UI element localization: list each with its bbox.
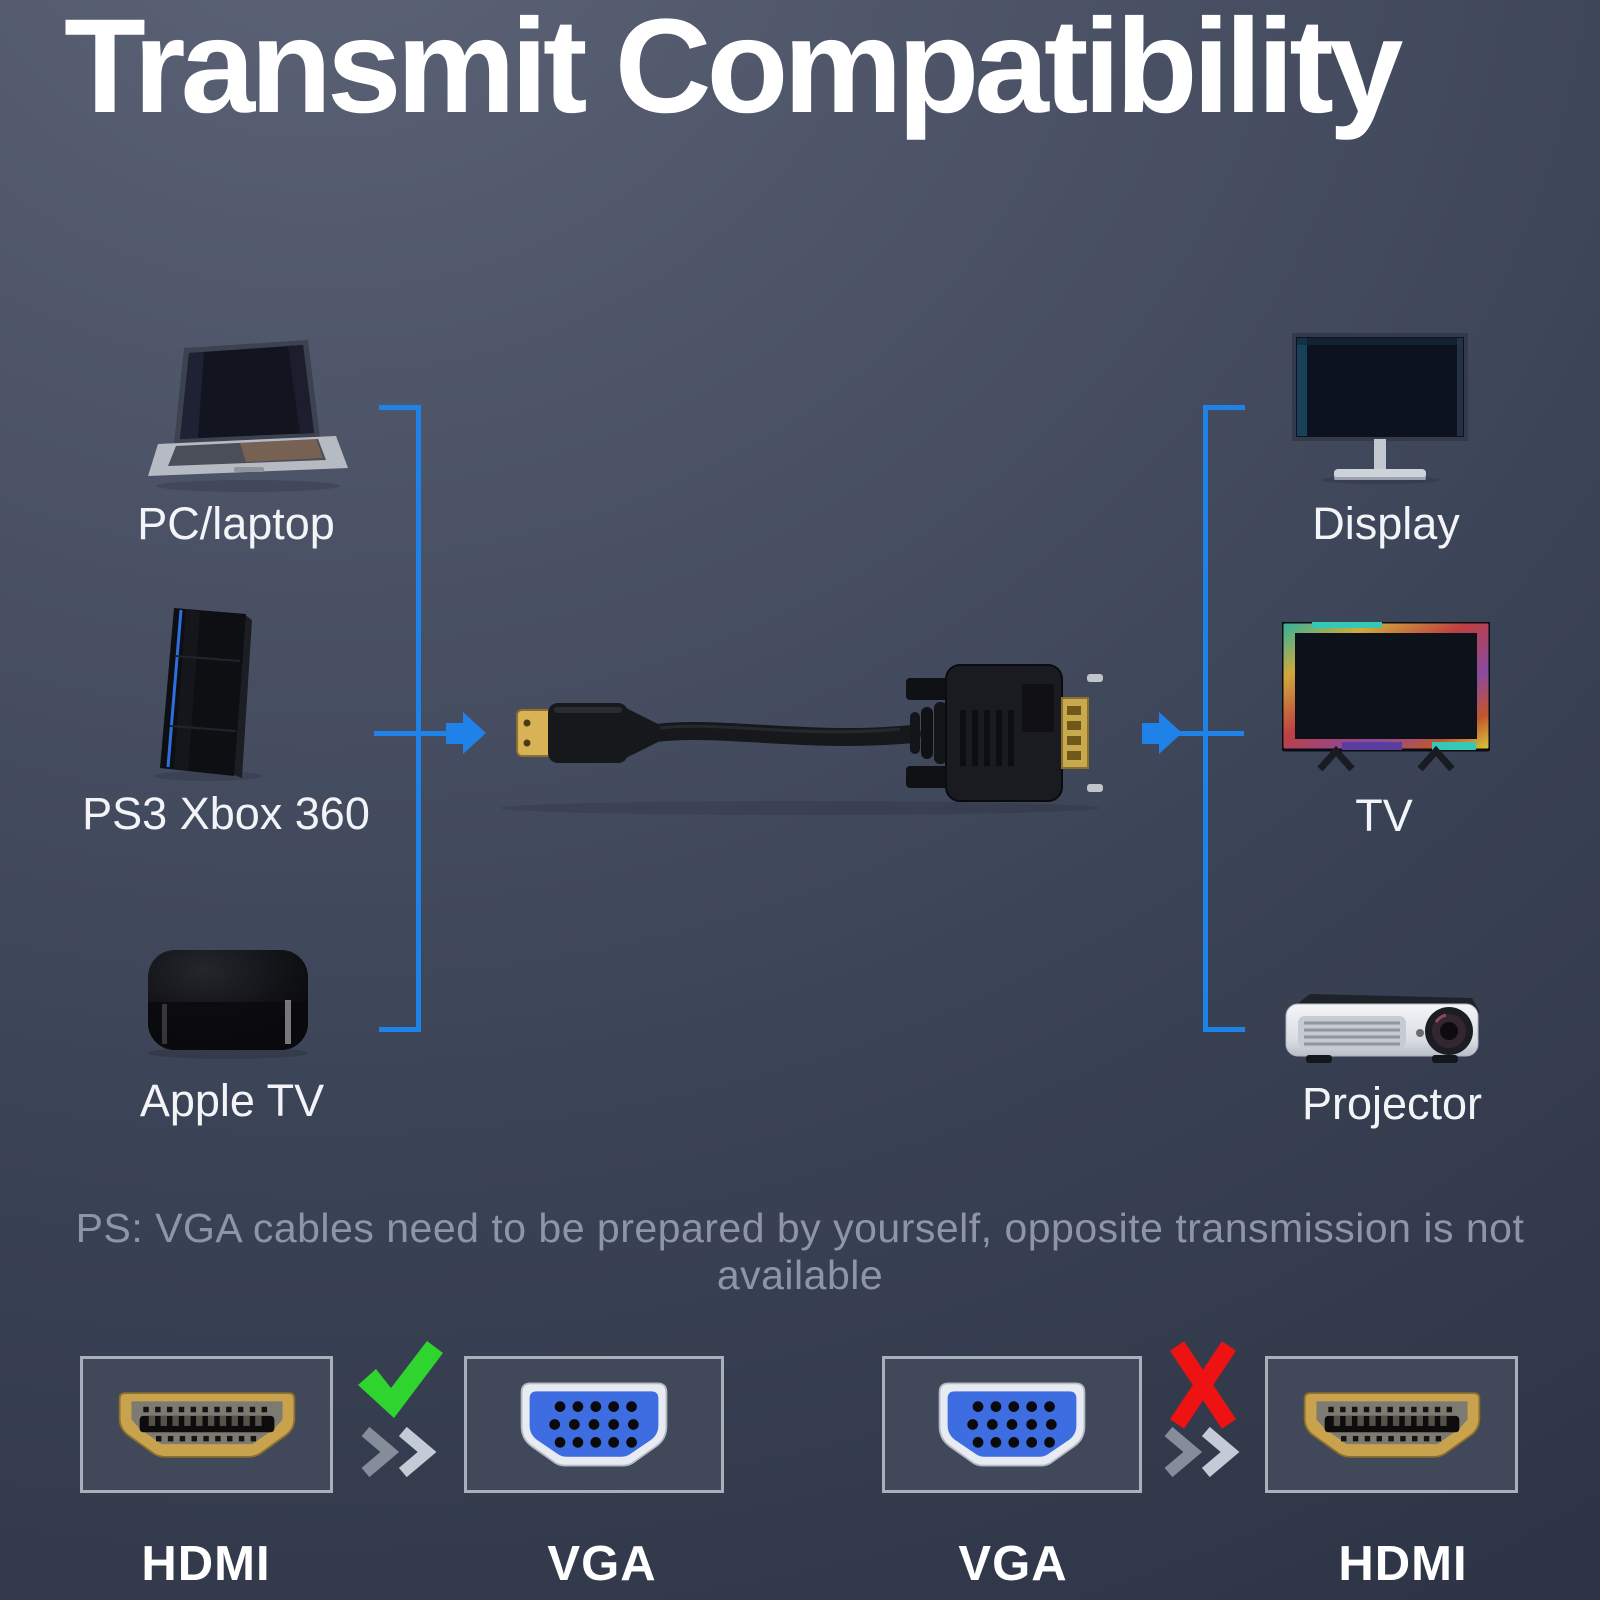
port-label-hdmi-2: HDMI — [1338, 1537, 1468, 1591]
target-label-projector: Projector — [1301, 1078, 1483, 1129]
cross-icon — [1169, 1341, 1237, 1429]
hdmi-port-box-1 — [80, 1356, 333, 1493]
game-console-icon — [153, 608, 263, 781]
cable-hdmi-plug-body — [548, 703, 628, 763]
port-label-vga-1: VGA — [547, 1537, 657, 1591]
left-bracket-top-tick — [379, 405, 421, 410]
source-label-pc-laptop: PC/laptop — [137, 498, 335, 549]
page-title: Transmit Compatibility — [64, 0, 1403, 141]
tv-icon — [1282, 622, 1490, 772]
source-label-apple-tv: Apple TV — [139, 1075, 325, 1126]
right-arrow-body — [1142, 723, 1159, 744]
target-label-display: Display — [1312, 498, 1460, 549]
apple-tv-icon — [148, 950, 308, 1059]
double-chevron-right-icon — [361, 1426, 437, 1478]
left-arrow-body — [446, 723, 463, 744]
port-label-vga-2: VGA — [958, 1537, 1068, 1591]
hdmi-connector-icon — [118, 1391, 295, 1458]
left-bracket-vertical — [416, 405, 421, 1032]
right-bracket-vertical — [1203, 405, 1208, 1032]
left-arrow-shaft — [374, 731, 448, 736]
cable-hdmi-plug-tip — [516, 709, 554, 757]
vga-port-box-2 — [882, 1356, 1142, 1493]
vga-connector-icon — [520, 1382, 668, 1467]
left-arrow-icon — [463, 712, 486, 754]
hdmi-to-vga-cable-image — [500, 664, 1103, 815]
right-bracket-top-tick — [1203, 405, 1245, 410]
source-label-ps3-xbox: PS3 Xbox 360 — [82, 788, 370, 839]
monitor-icon — [1292, 333, 1468, 484]
hdmi-connector-icon — [1303, 1391, 1480, 1458]
right-arrow-shaft — [1176, 731, 1244, 736]
double-chevron-right-icon — [1164, 1426, 1240, 1478]
port-label-hdmi-1: HDMI — [141, 1537, 271, 1591]
projector-icon — [1285, 994, 1480, 1063]
hdmi-port-box-2 — [1265, 1356, 1518, 1493]
vga-port-box-1 — [464, 1356, 724, 1493]
footnote-text: PS: VGA cables need to be prepared by yo… — [75, 1205, 1525, 1298]
right-arrow-icon — [1159, 712, 1182, 754]
target-label-tv: TV — [1355, 790, 1413, 841]
check-icon — [358, 1341, 443, 1418]
laptop-icon — [148, 340, 348, 492]
cable-cord — [647, 721, 921, 746]
vga-connector-icon — [938, 1382, 1086, 1467]
right-bracket-bottom-tick — [1203, 1027, 1245, 1032]
left-bracket-bottom-tick — [379, 1027, 421, 1032]
